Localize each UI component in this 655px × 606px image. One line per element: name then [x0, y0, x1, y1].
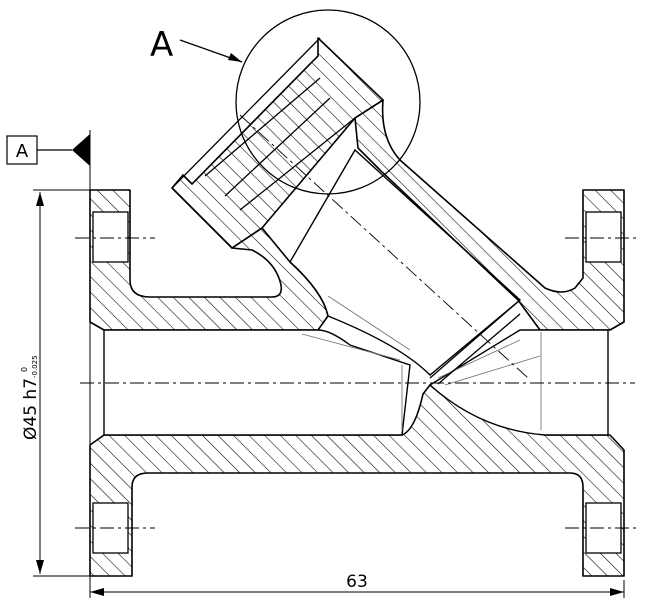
length-text: 63 — [346, 572, 368, 592]
screen-line — [171, 37, 321, 189]
screen-line — [429, 299, 521, 379]
outlet-bore — [428, 329, 609, 436]
screen-line — [239, 117, 356, 211]
edge-line — [301, 333, 401, 361]
arrowhead — [90, 588, 104, 596]
datum-triangle — [72, 134, 90, 166]
screen-line — [437, 313, 521, 385]
arrowhead — [36, 560, 44, 574]
detail-arrow — [228, 53, 242, 62]
screen-line — [224, 97, 331, 197]
datum-feature: A — [6, 134, 90, 166]
bolt-holes — [92, 211, 622, 554]
centerline-branch — [239, 114, 529, 379]
detail-callout: A — [150, 9, 421, 195]
passages — [103, 148, 609, 436]
tolerance-lower: -0.025 — [31, 355, 39, 378]
detail-label: A — [150, 25, 173, 65]
center-lines — [75, 114, 640, 529]
edge-line — [444, 355, 541, 386]
datum-label: A — [16, 141, 29, 162]
arrowhead — [610, 588, 624, 596]
diameter-dimension: Ø45 h7 0 -0.025 — [20, 192, 44, 574]
screen-line — [191, 63, 311, 185]
screen-line — [204, 77, 321, 177]
bolt-hole — [585, 211, 622, 263]
left-flange-bottom — [89, 384, 625, 577]
tolerance-upper: 0 — [20, 367, 29, 372]
length-dimension: 63 — [90, 572, 624, 596]
extension-lines — [33, 130, 625, 598]
datum-box — [6, 135, 38, 165]
right-flange-top — [354, 99, 625, 331]
arrowhead — [36, 192, 44, 206]
detail-circle — [235, 9, 421, 195]
branch-bore — [289, 148, 522, 376]
main-bore — [103, 329, 411, 436]
diameter-text: Ø45 h7 — [21, 378, 41, 440]
edge-line — [327, 295, 411, 351]
screen-outline — [171, 37, 521, 385]
section-body — [89, 37, 625, 577]
bolt-hole — [92, 211, 129, 263]
